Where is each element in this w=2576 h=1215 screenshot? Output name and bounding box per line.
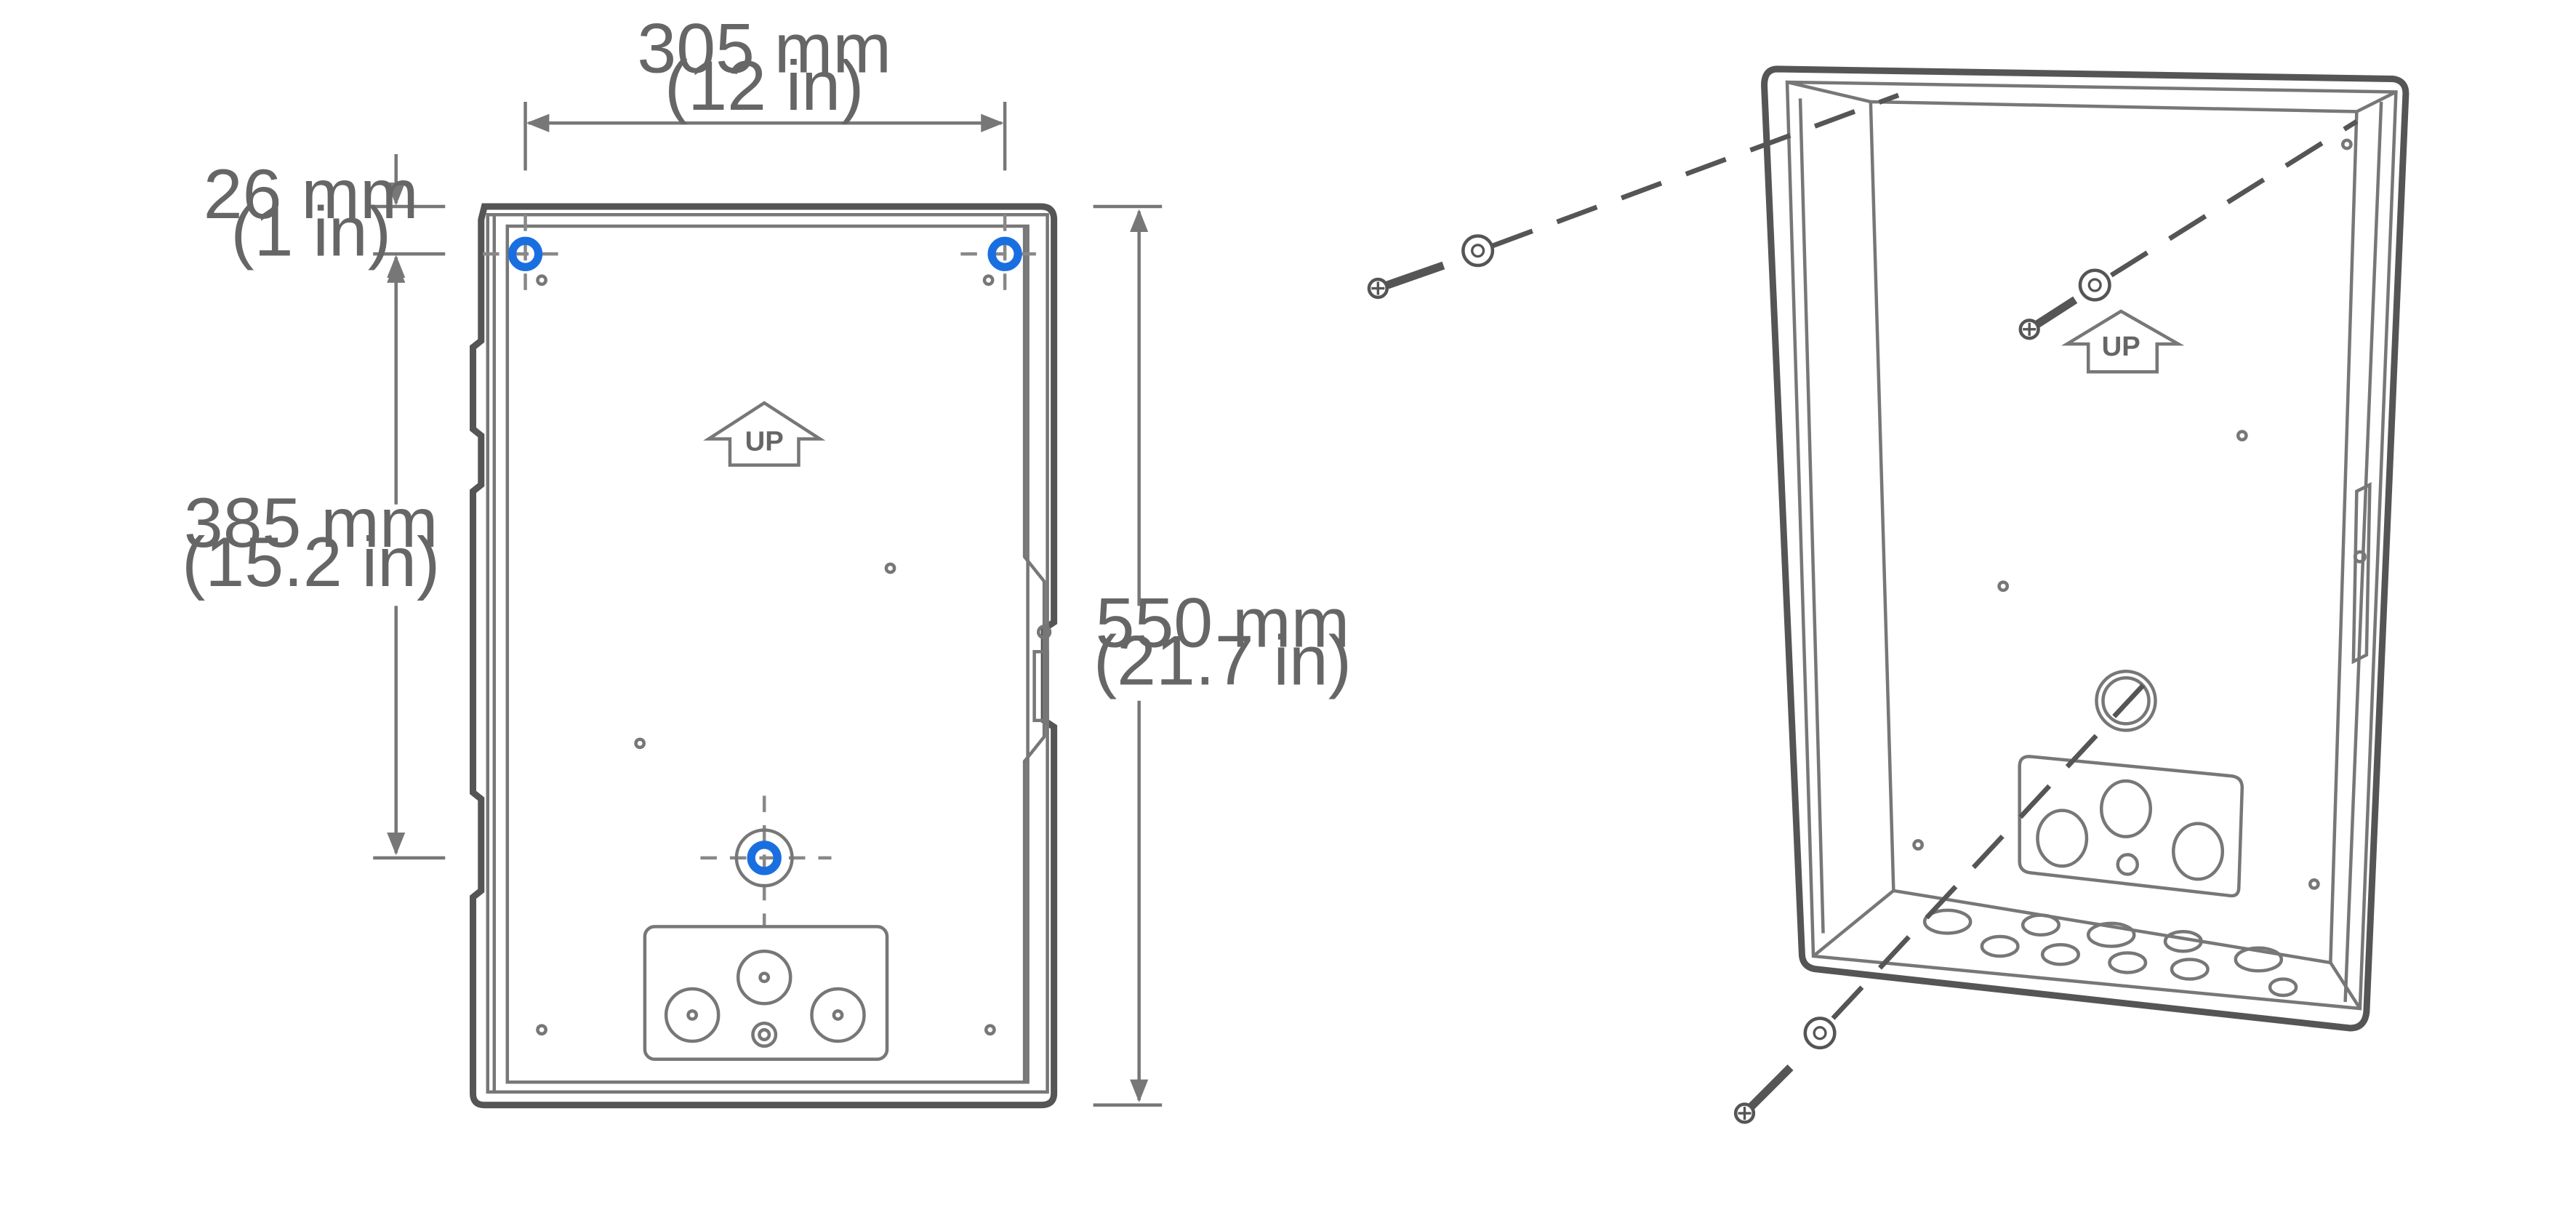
washer-icon <box>1803 1016 1837 1050</box>
iso-up-label: UP <box>2102 331 2140 362</box>
front-up-label: UP <box>745 425 784 457</box>
top-offset-in-label: (1 in) <box>230 192 391 271</box>
hole-guides <box>483 214 1048 927</box>
washer-icon <box>2078 268 2111 302</box>
height-dimension: 550 mm (21.7 in) <box>1093 204 1352 1107</box>
iso-bottom-knockouts <box>1922 908 2298 998</box>
top-offset-mm-label: 26 mm <box>204 154 419 233</box>
isometric-view: UP <box>1367 65 2410 1124</box>
mounting-hole-top-right <box>987 236 1022 271</box>
height-mm-label: 550 mm <box>1096 583 1350 662</box>
bottom-pilot-ring <box>734 828 794 888</box>
mounting-hole-top-left <box>507 236 543 271</box>
front-up-arrow-icon: UP <box>703 401 826 467</box>
iso-knockout-panel <box>2018 755 2244 898</box>
screw-top-right <box>2018 268 2111 340</box>
hole-spacing-in-label: (15.2 in) <box>182 522 440 601</box>
iso-enclosure <box>1761 65 2410 1032</box>
top-offset-dimension: 26 mm (1 in) <box>204 154 446 305</box>
iso-up-arrow-icon: UP <box>2061 309 2185 374</box>
width-dimension: 305 mm (12 in) <box>523 8 1007 171</box>
front-knockout-panel <box>643 925 889 1062</box>
width-mm-label: 305 mm <box>637 8 891 87</box>
front-enclosure <box>470 203 1058 1109</box>
hole-spacing-dimension: 385 mm (15.2 in) <box>182 260 446 860</box>
mounting-hole-bottom <box>747 841 782 875</box>
washer-icon <box>1461 234 1495 268</box>
height-in-label: (21.7 in) <box>1094 620 1352 699</box>
screw-bottom <box>1733 1016 1837 1124</box>
mounting-holes <box>507 236 1022 875</box>
screw-alignment-lines <box>1491 92 2359 1020</box>
screw-top-left <box>1367 234 1495 300</box>
width-in-label: (12 in) <box>665 46 864 125</box>
iso-pilot-knockout <box>2095 670 2157 732</box>
hole-spacing-mm-label: 385 mm <box>184 483 438 562</box>
front-view: 305 mm (12 in) 26 mm (1 in) 385 mm (15.2… <box>182 8 1352 1109</box>
